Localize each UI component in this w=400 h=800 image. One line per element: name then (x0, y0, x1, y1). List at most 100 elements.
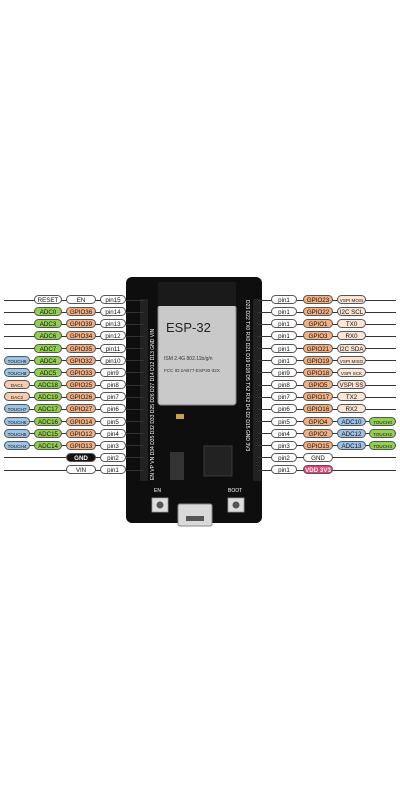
left-extra-label: TOUCH5 (4, 428, 30, 438)
right-pin-name: GPIO18 (303, 367, 333, 377)
right-function-label: VSPI MISO (337, 355, 366, 365)
right-pin-name: GPIO5 (303, 380, 333, 390)
left-pin-name: GPIO13 (66, 440, 96, 450)
right-function-label: I2C SDA (337, 343, 366, 353)
left-pin-number: pin13 (100, 319, 126, 329)
right-silkscreen: D23 D22 TX0 RX0 D21 D19 D18 D5 TX2 RX2 D… (244, 300, 250, 452)
right-pin-number: pin1 (271, 465, 297, 475)
right-function-label: ADC12 (337, 428, 366, 438)
right-function-label: VSPI SS (337, 380, 366, 390)
boot-button-cap (232, 501, 240, 509)
left-pin-number: pin9 (100, 367, 126, 377)
micro-usb-slot (186, 516, 204, 521)
right-pin-name: GPIO3 (303, 331, 333, 341)
left-function-label: ADC19 (34, 392, 62, 402)
left-pin-number: pin1 (100, 465, 126, 475)
right-function-label: VSPI MOSI (337, 295, 366, 304)
left-function-label: ADC3 (34, 319, 62, 329)
right-pin-number: pin1 (271, 343, 297, 353)
left-function-label: ADC15 (34, 428, 62, 438)
left-function-label: ADC0 (34, 307, 62, 317)
left-pin-name: GPIO36 (66, 307, 96, 317)
right-pin-name: GPIO23 (303, 295, 333, 304)
left-function-label: ADC5 (34, 367, 62, 377)
left-pin-number: pin14 (100, 307, 126, 317)
left-function-label: ADC6 (34, 331, 62, 341)
left-pin-name: EN (66, 295, 96, 304)
left-extra-label: TOUCH7 (4, 404, 30, 414)
right-pin-name: VDD 3V3 (303, 465, 333, 475)
right-pin-name: GPIO15 (303, 440, 333, 450)
right-pin-number: pin9 (271, 367, 297, 377)
boot-button-label: BOOT (228, 488, 243, 494)
left-pin-name: VIN (66, 465, 96, 475)
left-extra-label: TOUCH4 (4, 440, 30, 450)
right-function-label: TX0 (337, 319, 366, 329)
regulator-chip (170, 452, 184, 480)
right-pin-number: pin1 (271, 355, 297, 365)
en-button-label: EN (154, 488, 161, 494)
left-pin-name: GPIO39 (66, 319, 96, 329)
left-pin-name: GND (66, 452, 96, 462)
right-pin-name: GPIO4 (303, 416, 333, 426)
left-pin-number: pin5 (100, 416, 126, 426)
left-function-label: ADC16 (34, 416, 62, 426)
right-pin-number: pin1 (271, 295, 297, 304)
right-extra-label: TOUCH0 (369, 416, 396, 426)
left-extra-label: TOUCH9 (4, 355, 30, 365)
left-silkscreen: EN VP VN D34 D35 D32 D33 D25 D26 D27 D14… (150, 328, 156, 480)
right-extra-label: TOUCH3 (369, 440, 396, 450)
left-pin-number: pin2 (100, 452, 126, 462)
right-pin-name: GPIO2 (303, 428, 333, 438)
left-function-label: RESET (34, 295, 62, 304)
left-pin-number: pin6 (100, 404, 126, 414)
left-function-label: ADC14 (34, 440, 62, 450)
en-button-cap (156, 501, 164, 509)
module-line1: ISM 2.4G 802.11b/g/n (164, 356, 213, 362)
left-extra-label: DAC1 (4, 380, 30, 390)
module-label: ESP-32 (166, 320, 211, 335)
right-pin-name: GPIO19 (303, 355, 333, 365)
left-pin-name: GPIO14 (66, 416, 96, 426)
right-pin-number: pin8 (271, 380, 297, 390)
left-header (140, 299, 148, 481)
micro-usb-port (177, 503, 213, 527)
left-pin-number: pin15 (100, 295, 126, 304)
left-function-label: ADC18 (34, 380, 62, 390)
right-header (253, 299, 261, 481)
right-function-label: ADC10 (337, 416, 366, 426)
right-function-label: I2C SCL (337, 307, 366, 317)
usb-uart-chip (203, 445, 233, 477)
right-pin-number: pin2 (271, 452, 297, 462)
left-function-label: ADC4 (34, 355, 62, 365)
right-function-label: ADC13 (337, 440, 366, 450)
right-function-label: VSPI SCK (337, 367, 366, 377)
left-pin-name: GPIO34 (66, 331, 96, 341)
left-pin-name: GPIO33 (66, 367, 96, 377)
left-pin-number: pin12 (100, 331, 126, 341)
left-extra-label: TOUCH8 (4, 367, 30, 377)
left-extra-label: DAC2 (4, 392, 30, 402)
left-extra-label: TOUCH6 (4, 416, 30, 426)
right-extra-label: TOUCH2 (369, 428, 396, 438)
right-pin-number: pin1 (271, 331, 297, 341)
right-pin-number: pin1 (271, 307, 297, 317)
antenna-area (158, 282, 236, 306)
module-line2: FCC ID:2AB77-ESP30-32X (164, 368, 220, 373)
left-pin-number: pin11 (100, 343, 126, 353)
right-function-label: RX0 (337, 331, 366, 341)
left-function-label: ADC17 (34, 404, 62, 414)
left-pin-number: pin4 (100, 428, 126, 438)
right-pin-number: pin1 (271, 319, 297, 329)
left-pin-number: pin10 (100, 355, 126, 365)
right-pin-name: GPIO21 (303, 343, 333, 353)
right-function-label: TX2 (337, 392, 366, 402)
right-pin-number: pin5 (271, 416, 297, 426)
left-pin-name: GPIO35 (66, 343, 96, 353)
right-pin-number: pin7 (271, 392, 297, 402)
right-function-label: RX2 (337, 404, 366, 414)
left-pin-number: pin8 (100, 380, 126, 390)
right-pin-name: GPIO1 (303, 319, 333, 329)
